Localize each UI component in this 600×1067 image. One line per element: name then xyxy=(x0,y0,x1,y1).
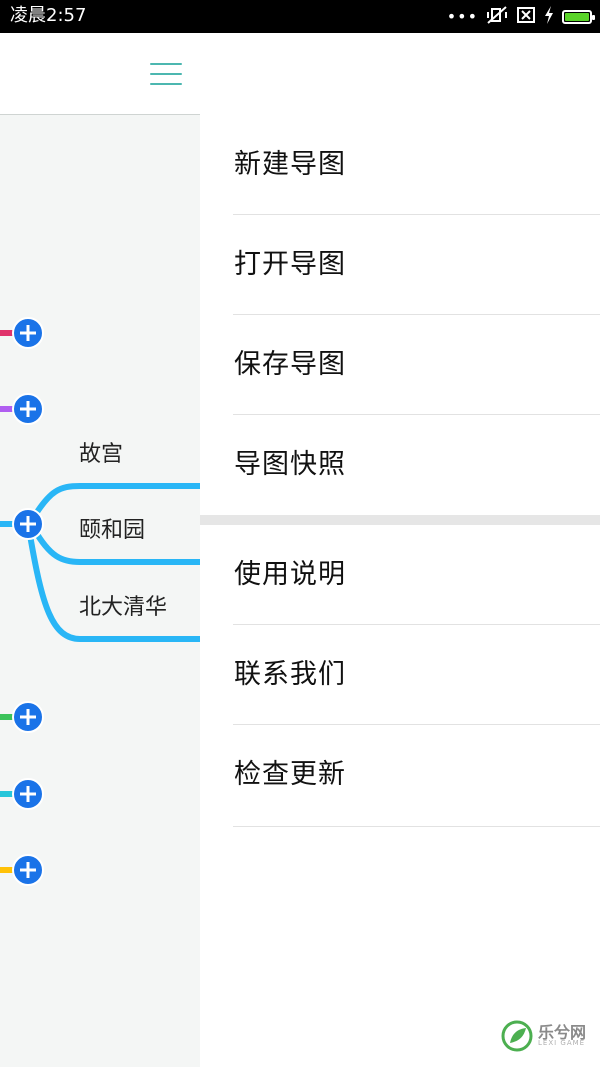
mindmap-node[interactable]: 颐和园 xyxy=(79,518,146,543)
hamburger-menu-icon[interactable] xyxy=(148,60,184,88)
menu-item-map-snapshot[interactable]: 导图快照 xyxy=(233,415,600,515)
menu-item-new-map[interactable]: 新建导图 xyxy=(233,115,600,215)
charging-icon xyxy=(544,6,554,28)
menu-item-label: 联系我们 xyxy=(234,659,346,690)
watermark-text: 乐兮网 xyxy=(538,1023,587,1042)
navigation-drawer: 新建导图 打开导图 保存导图 导图快照 使用说明 联系我们 检查更新 xyxy=(200,33,600,1067)
group-separator xyxy=(200,515,600,525)
status-icons: ••• xyxy=(446,5,595,29)
leaf-logo-icon xyxy=(501,1020,533,1052)
mindmap-node[interactable]: 北大清华 xyxy=(79,595,168,620)
menu-item-check-update[interactable]: 检查更新 xyxy=(233,725,600,825)
menu-item-instructions[interactable]: 使用说明 xyxy=(233,525,600,625)
status-time: 凌晨2:57 xyxy=(10,5,87,26)
plus-circle-icon[interactable] xyxy=(12,854,44,886)
menu-item-contact-us[interactable]: 联系我们 xyxy=(233,625,600,725)
watermark-subtext: LEXI GAME xyxy=(538,1039,586,1047)
menu-divider xyxy=(233,414,600,415)
status-bar: 凌晨2:57 ••• xyxy=(0,0,600,33)
app-header xyxy=(0,33,200,115)
menu-item-label: 保存导图 xyxy=(234,349,346,380)
menu-item-label: 使用说明 xyxy=(234,559,346,590)
menu-item-label: 检查更新 xyxy=(234,759,346,790)
mindmap-canvas[interactable]: 故宫 颐和园 北大清华 xyxy=(0,115,200,1067)
menu-divider xyxy=(233,624,600,625)
watermark: 乐兮网 LEXI GAME xyxy=(500,1017,592,1059)
menu-divider xyxy=(233,314,600,315)
menu-item-label: 打开导图 xyxy=(234,249,346,280)
plus-circle-icon[interactable] xyxy=(12,508,44,540)
menu-divider xyxy=(233,214,600,215)
battery-icon xyxy=(562,10,595,24)
plus-circle-icon[interactable] xyxy=(12,701,44,733)
menu-divider xyxy=(233,826,600,827)
more-dots-icon: ••• xyxy=(446,7,478,26)
menu-item-open-map[interactable]: 打开导图 xyxy=(233,215,600,315)
menu-item-label: 导图快照 xyxy=(234,449,346,480)
child-branch-2 xyxy=(31,527,200,565)
menu-item-save-map[interactable]: 保存导图 xyxy=(233,315,600,415)
plus-circle-icon[interactable] xyxy=(12,778,44,810)
child-branch-1 xyxy=(29,483,200,522)
mindmap-node[interactable]: 故宫 xyxy=(79,442,124,467)
plus-circle-icon[interactable] xyxy=(12,317,44,349)
menu-divider xyxy=(233,724,600,725)
menu-item-label: 新建导图 xyxy=(234,149,346,180)
plus-circle-icon[interactable] xyxy=(12,393,44,425)
mindmap-graphic xyxy=(0,317,200,886)
vibrate-off-icon xyxy=(486,5,508,29)
child-branch-3 xyxy=(27,534,200,642)
no-sim-icon xyxy=(516,6,536,28)
